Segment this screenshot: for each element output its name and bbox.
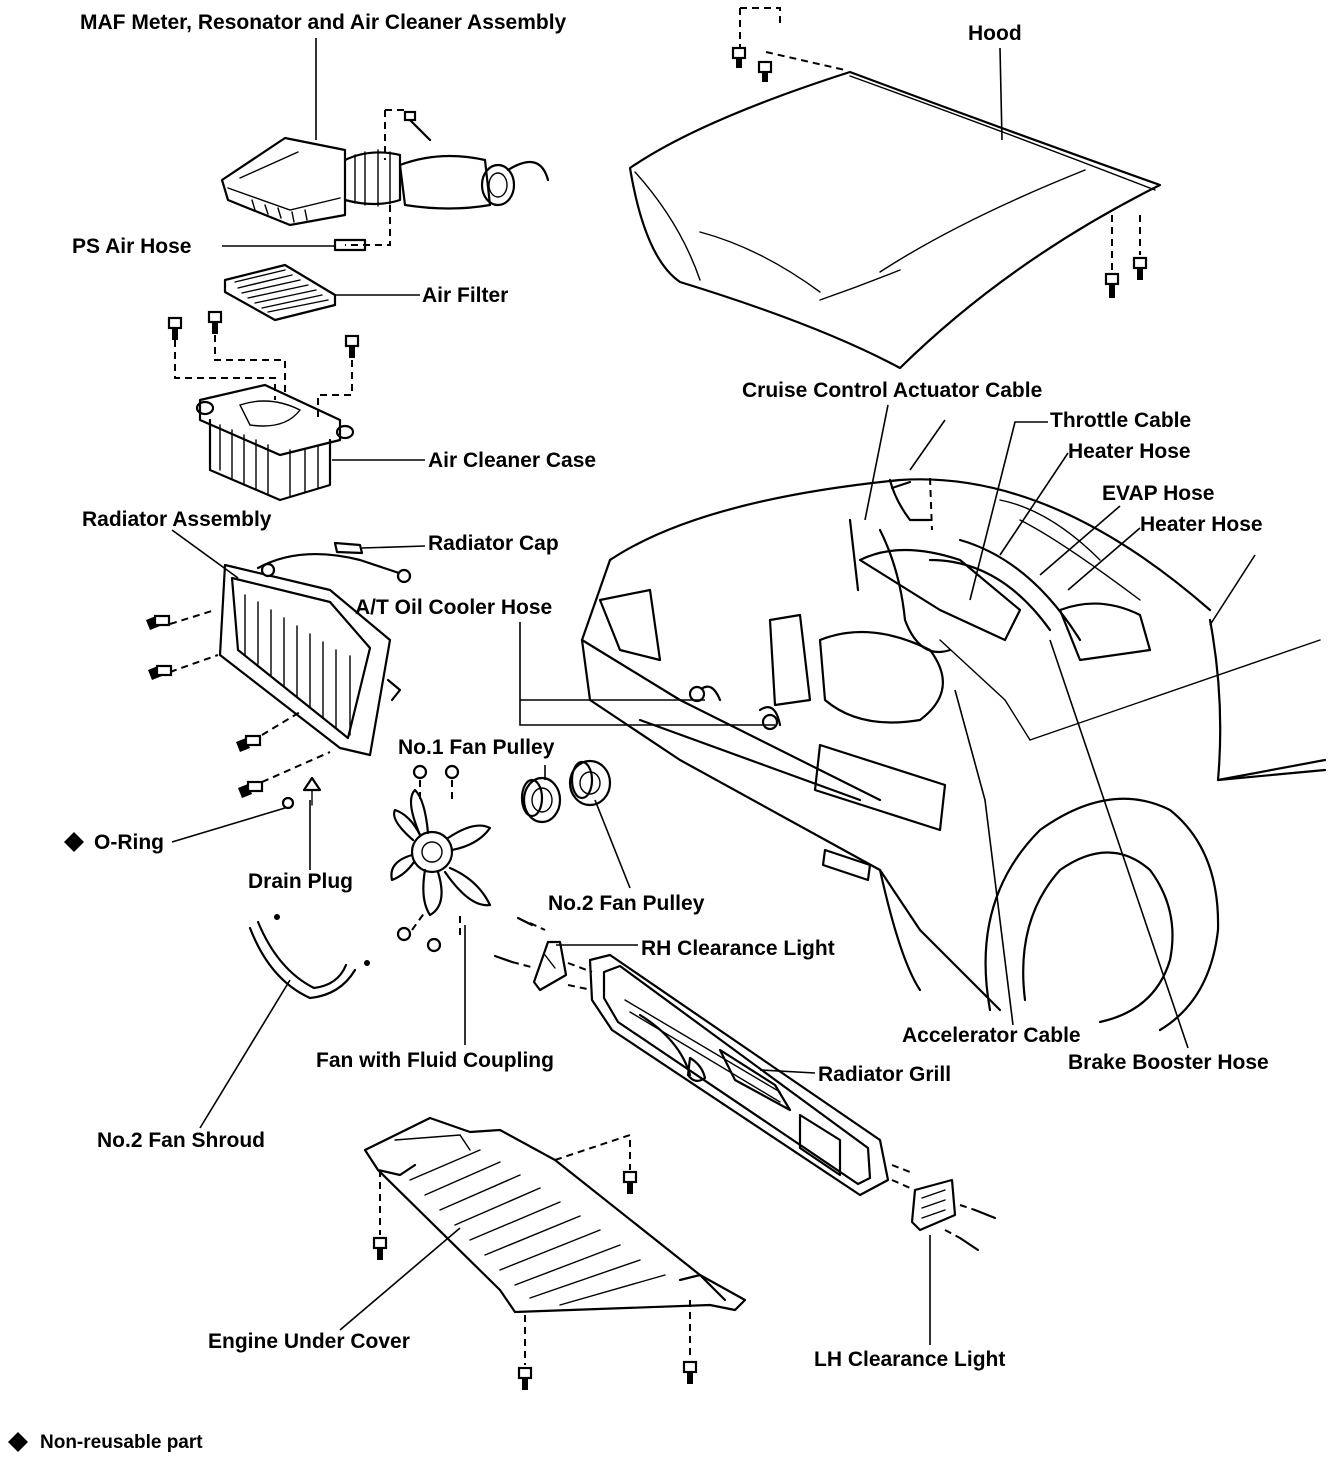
fan-drawing [390, 759, 612, 953]
label-rh-clearance-light: RH Clearance Light [641, 937, 835, 960]
label-heater-hose-1: Heater Hose [1068, 440, 1191, 463]
leader-lines [171, 38, 1256, 1345]
oring-diamond-icon [64, 832, 84, 852]
label-evap-hose: EVAP Hose [1102, 482, 1215, 505]
legend-diamond-icon [8, 1432, 28, 1452]
label-radiator-cap: Radiator Cap [428, 532, 559, 555]
label-no2-fan-pulley: No.2 Fan Pulley [548, 892, 705, 915]
engine-under-cover-drawing [363, 1116, 747, 1390]
label-radiator-grill: Radiator Grill [818, 1063, 952, 1086]
label-accelerator-cable: Accelerator Cable [902, 1024, 1081, 1047]
label-heater-hose-2: Heater Hose [1140, 513, 1263, 536]
label-radiator-assembly: Radiator Assembly [82, 508, 272, 531]
hood-drawing [628, 7, 1162, 370]
label-o-ring: O-Ring [94, 831, 164, 854]
label-at-oil-cooler-hose: A/T Oil Cooler Hose [355, 596, 553, 619]
legend-non-reusable-part: Non-reusable part [40, 1432, 203, 1453]
label-cruise-control-cable: Cruise Control Actuator Cable [742, 379, 1043, 402]
label-maf-assembly: MAF Meter, Resonator and Air Cleaner Ass… [80, 11, 567, 34]
label-ps-air-hose: PS Air Hose [72, 235, 192, 258]
label-air-filter: Air Filter [422, 284, 509, 307]
label-brake-booster-hose: Brake Booster Hose [1068, 1051, 1269, 1074]
air-filter-drawing [223, 263, 337, 322]
air-cleaner-case-drawing [167, 310, 360, 502]
label-air-cleaner-case: Air Cleaner Case [428, 449, 597, 472]
label-no1-fan-pulley: No.1 Fan Pulley [398, 736, 555, 759]
label-no2-fan-shroud: No.2 Fan Shroud [97, 1129, 265, 1152]
label-drain-plug: Drain Plug [248, 870, 354, 893]
label-engine-under-cover: Engine Under Cover [208, 1330, 410, 1353]
label-throttle-cable: Throttle Cable [1050, 409, 1192, 432]
label-lh-clearance-light: LH Clearance Light [814, 1348, 1006, 1371]
fan-shroud-drawing [248, 914, 370, 1000]
radiator-drawing [146, 541, 426, 810]
label-hood: Hood [968, 22, 1022, 45]
label-fan-fluid-coupling: Fan with Fluid Coupling [316, 1049, 554, 1072]
maf-assembly-drawing [220, 109, 550, 252]
radiator-grill-drawing [493, 916, 997, 1252]
